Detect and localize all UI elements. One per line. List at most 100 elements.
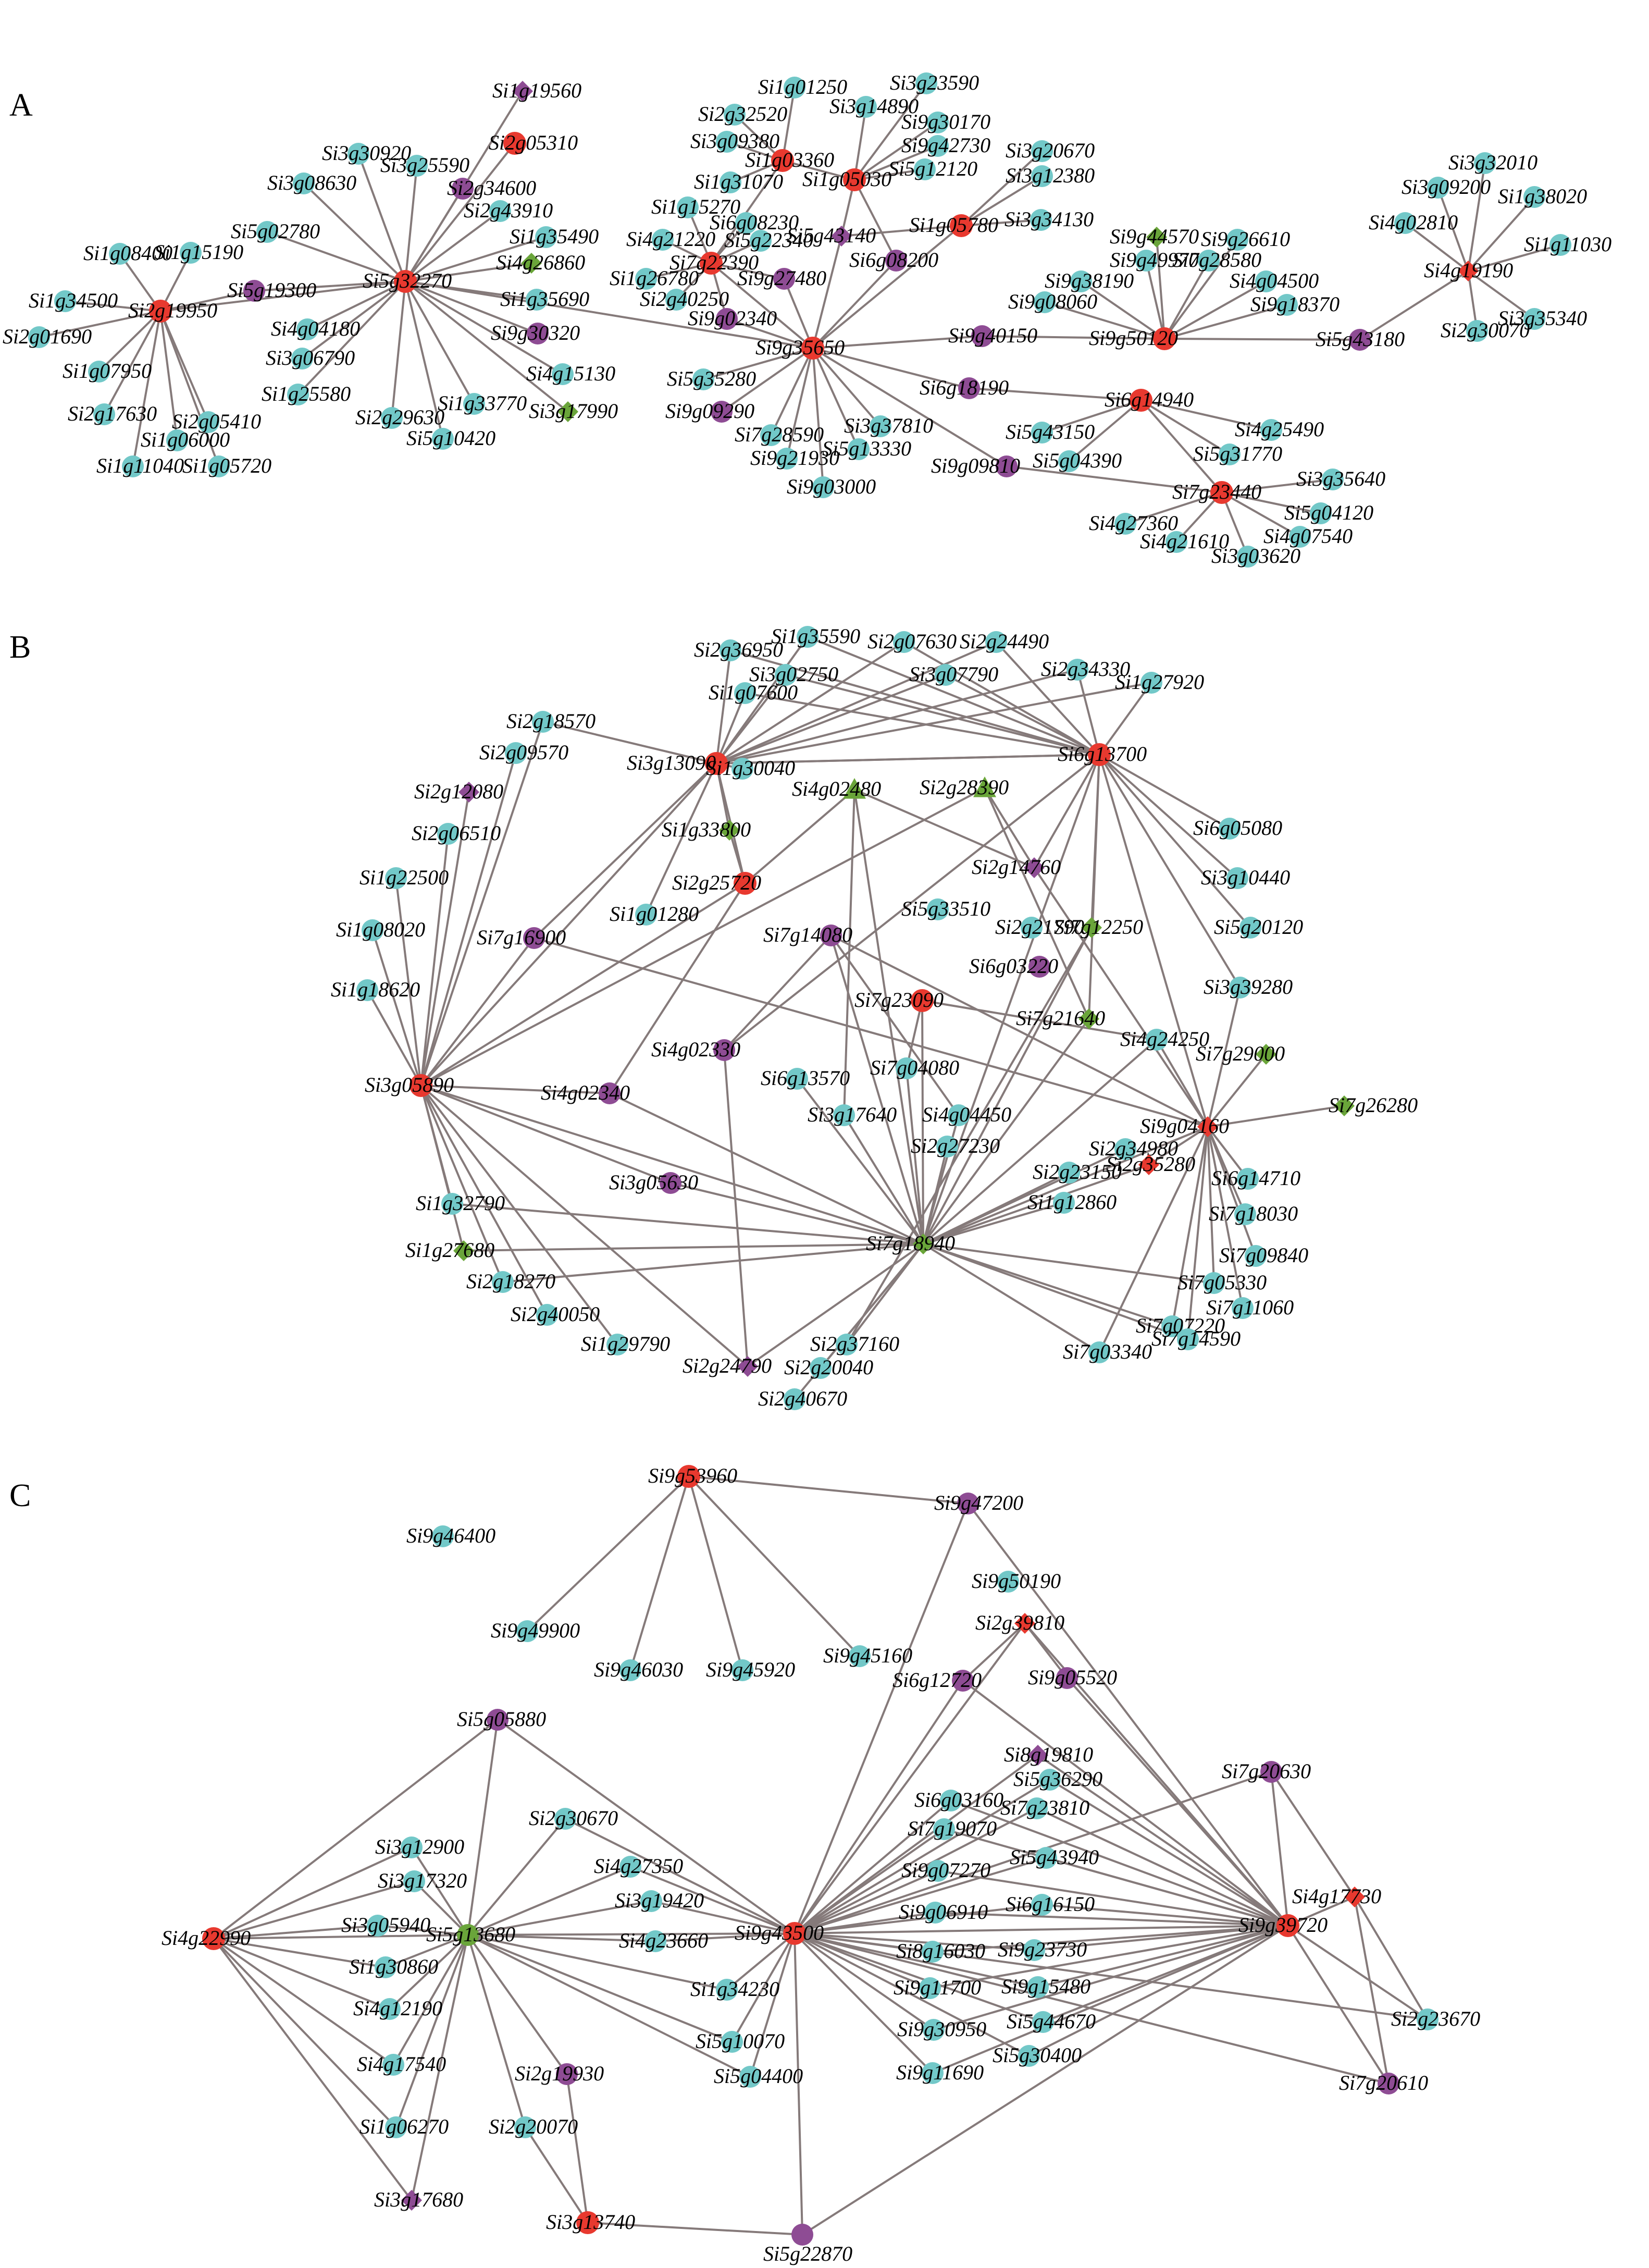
node-label-si5g32270: Si5g32270 [363,269,452,292]
node-marker-si1g05720 [208,455,230,477]
edge-si3g13090-si2g24490 [716,641,997,765]
node-si1g11040: Si1g11040 [96,454,184,477]
node-si4g04500: Si4g04500 [1230,269,1319,292]
node-marker-si4g23660 [644,1930,666,1952]
edge-si9g39720-si8g19810 [1037,1754,1289,1927]
node-si3g39280: Si3g39280 [1204,975,1293,999]
edge-si9g43500-si2g30670 [565,1818,795,1934]
node-label-si6g12720: Si6g12720 [892,1668,982,1692]
node-marker-si3g20670 [1031,140,1053,162]
node-si1g06270: Si1g06270 [359,2115,449,2138]
node-marker-si4g17730 [1344,1887,1365,1907]
node-marker-si4g25490 [1260,419,1282,441]
edge-si9g39720-si7g23810 [1036,1807,1288,1927]
node-label-si1g15190: Si1g15190 [154,240,243,264]
node-label-si3g25590: Si3g25590 [380,153,469,177]
node-marker-si9g45160 [849,1645,871,1667]
edge-si5g05880-si9g43500 [497,1719,796,1934]
node-si1g25580: Si1g25580 [262,382,351,405]
node-si4g27360: Si4g27360 [1089,511,1178,535]
node-si4g26860: Si4g26860 [496,251,585,274]
node-si2g05410: Si2g05410 [172,410,261,433]
node-label-si2g07630: Si2g07630 [867,630,957,653]
node-si5g12120: Si5g12120 [888,157,977,180]
node-si9g09290: Si9g09290 [665,399,754,423]
node-label-si5g04390: Si5g04390 [1033,449,1122,472]
edge-si3g13090-si7g16900 [533,762,717,939]
node-si9g46030: Si9g46030 [594,1658,683,1681]
node-label-si9g09810: Si9g09810 [931,454,1020,477]
panel-a-network: Si1g19560Si2g05310Si3g30920Si3g25590Si3g… [3,71,1611,568]
node-si6g16150: Si6g16150 [1006,1892,1095,1916]
node-marker-si5g31770 [1219,443,1241,465]
node-si2g07630: Si2g07630 [867,630,957,653]
node-si7g22390: Si7g22390 [669,251,759,275]
edge-si9g04160-si2g35280 [1148,1126,1209,1166]
node-si2g29630: Si2g29630 [355,405,444,429]
node-marker-si9g30950 [923,2019,945,2041]
edge-si2g19950-si2g17630 [103,311,162,415]
node-si9g53960: Si9g53960 [648,1464,737,1488]
node-si2g24790: Si2g24790 [683,1354,772,1377]
edge-si9g43500-si5g30400 [794,1932,1030,2057]
node-si1g22500: Si1g22500 [359,866,449,889]
edge-si4g17730-si2g23670 [1354,1896,1429,2020]
node-marker-si1g29790 [606,1334,628,1355]
node-si9g09810: Si9g09810 [931,454,1020,477]
node-si1g08400: Si1g08400 [83,241,172,265]
node-marker-si4g27350 [619,1856,641,1878]
node-marker-si2g27230 [936,1136,958,1157]
node-marker-si5g33510 [927,898,949,920]
edge-si9g35650-si5g35280 [703,347,813,380]
node-label-si9g26610: Si9g26610 [1201,227,1290,251]
edge-si7g18940-si2g18270 [502,1243,924,1283]
node-label-si4g02480: Si4g02480 [792,777,881,800]
node-marker-si3g34130 [1030,209,1052,231]
node-label-si9g43500: Si9g43500 [735,1921,824,1944]
node-label-si4g04180: Si4g04180 [271,317,360,340]
edge-si9g35650-si9g27480 [783,278,814,349]
node-label-si9g53960: Si9g53960 [648,1464,737,1487]
node-si2g06510: Si2g06510 [412,821,501,845]
edge-si5g32270-si2g05310 [404,142,516,282]
node-si1g27920: Si1g27920 [1115,670,1204,694]
node-label-si6g14940: Si6g14940 [1105,388,1194,411]
node-label-si1g18620: Si1g18620 [331,978,420,1001]
edge-si9g04160-si2g14760 [1033,867,1209,1128]
edge-si6g13700-si3g39280 [1098,754,1241,989]
node-si2g20070: Si2g20070 [489,2115,578,2138]
node-marker-si9g27480 [773,268,795,290]
node-label-si1g34500: Si1g34500 [29,289,118,312]
node-marker-si5g35280 [692,368,714,390]
edge-si4g22990-si5g05880 [213,1719,499,1940]
edge-si9g39720-si9g15480 [1037,1925,1288,1988]
edge-si9g39720-si5g30400 [1028,1925,1288,2057]
node-si4g19190: Si4g19190 [1424,258,1513,282]
node-label-si3g07790: Si3g07790 [909,662,998,686]
edge-si9g39720-si2g23670 [1287,1925,1429,2020]
node-label-si5g20120: Si5g20120 [1214,915,1303,939]
node-label-si2g05410: Si2g05410 [172,410,261,433]
node-label-si3g30920: Si3g30920 [322,141,411,165]
node-marker-si7g14590 [1177,1328,1199,1350]
edge-si6g14940-si7g23440 [1140,399,1223,494]
node-marker-si9g53960 [677,1465,700,1488]
node-marker-si2g18270 [492,1271,514,1293]
node-marker-si5g19300 [243,280,265,302]
node-marker-si3g19420 [640,1890,662,1912]
edge-si9g04160-si7g16900 [534,937,1208,1128]
edge-si2g25720-si4g02340 [609,882,746,1094]
node-si2g24490: Si2g24490 [960,630,1049,653]
node-si9g30950: Si9g30950 [897,2017,986,2041]
edge-si9g43500-si5g44670 [794,1932,1044,2023]
node-marker-si4g12190 [379,1998,401,2020]
node-label-si7g28590: Si7g28590 [735,423,824,446]
node-si3g09380: Si3g09380 [690,129,779,153]
node-label-si9g21930: Si9g21930 [750,446,839,470]
node-marker-si1g38020 [1523,186,1545,208]
edge-si3g05890-si4g02340 [420,1084,610,1094]
edge-si5g13680-si2g30670 [467,1818,566,1936]
node-label-si5g43150: Si5g43150 [1006,420,1095,443]
edge-si7g18940-si4g24250 [922,1039,1158,1245]
node-label-si7g05330: Si7g05330 [1177,1271,1267,1294]
